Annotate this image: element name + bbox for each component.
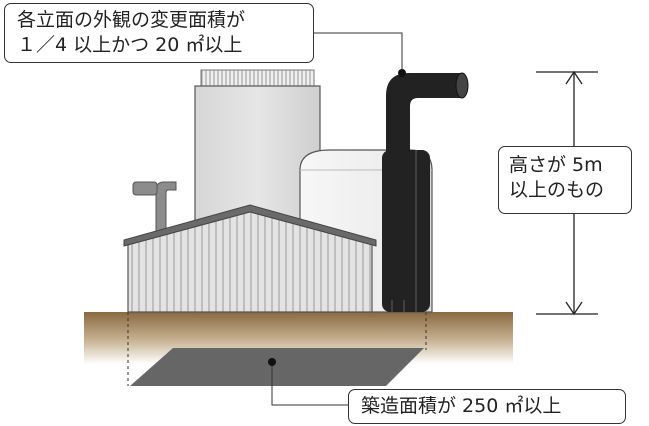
leader-lines — [271, 32, 403, 406]
facade-change-line-2: １／4 以上かつ 20 ㎡以上 — [17, 34, 243, 56]
facade-change-line-1: 各立面の外観の変更面積が — [17, 9, 246, 31]
leader-dot-footprint — [268, 358, 276, 366]
height-line-2: 以上のもの — [509, 179, 605, 201]
building-footprint — [130, 348, 424, 386]
leader-dot-pipe — [398, 69, 406, 77]
shed-building — [123, 204, 377, 313]
projection-dashes — [127, 312, 427, 386]
height-line-1: 高さが 5m — [509, 154, 603, 176]
black-pipes — [382, 72, 469, 312]
small-exhaust-cap — [132, 181, 158, 196]
facade-change-callout: 各立面の外観の変更面積が １／4 以上かつ 20 ㎡以上 — [4, 3, 314, 63]
height-callout: 高さが 5m 以上のもの — [498, 146, 632, 214]
building-area-callout: 築造面積が 250 ㎡以上 — [348, 389, 626, 424]
